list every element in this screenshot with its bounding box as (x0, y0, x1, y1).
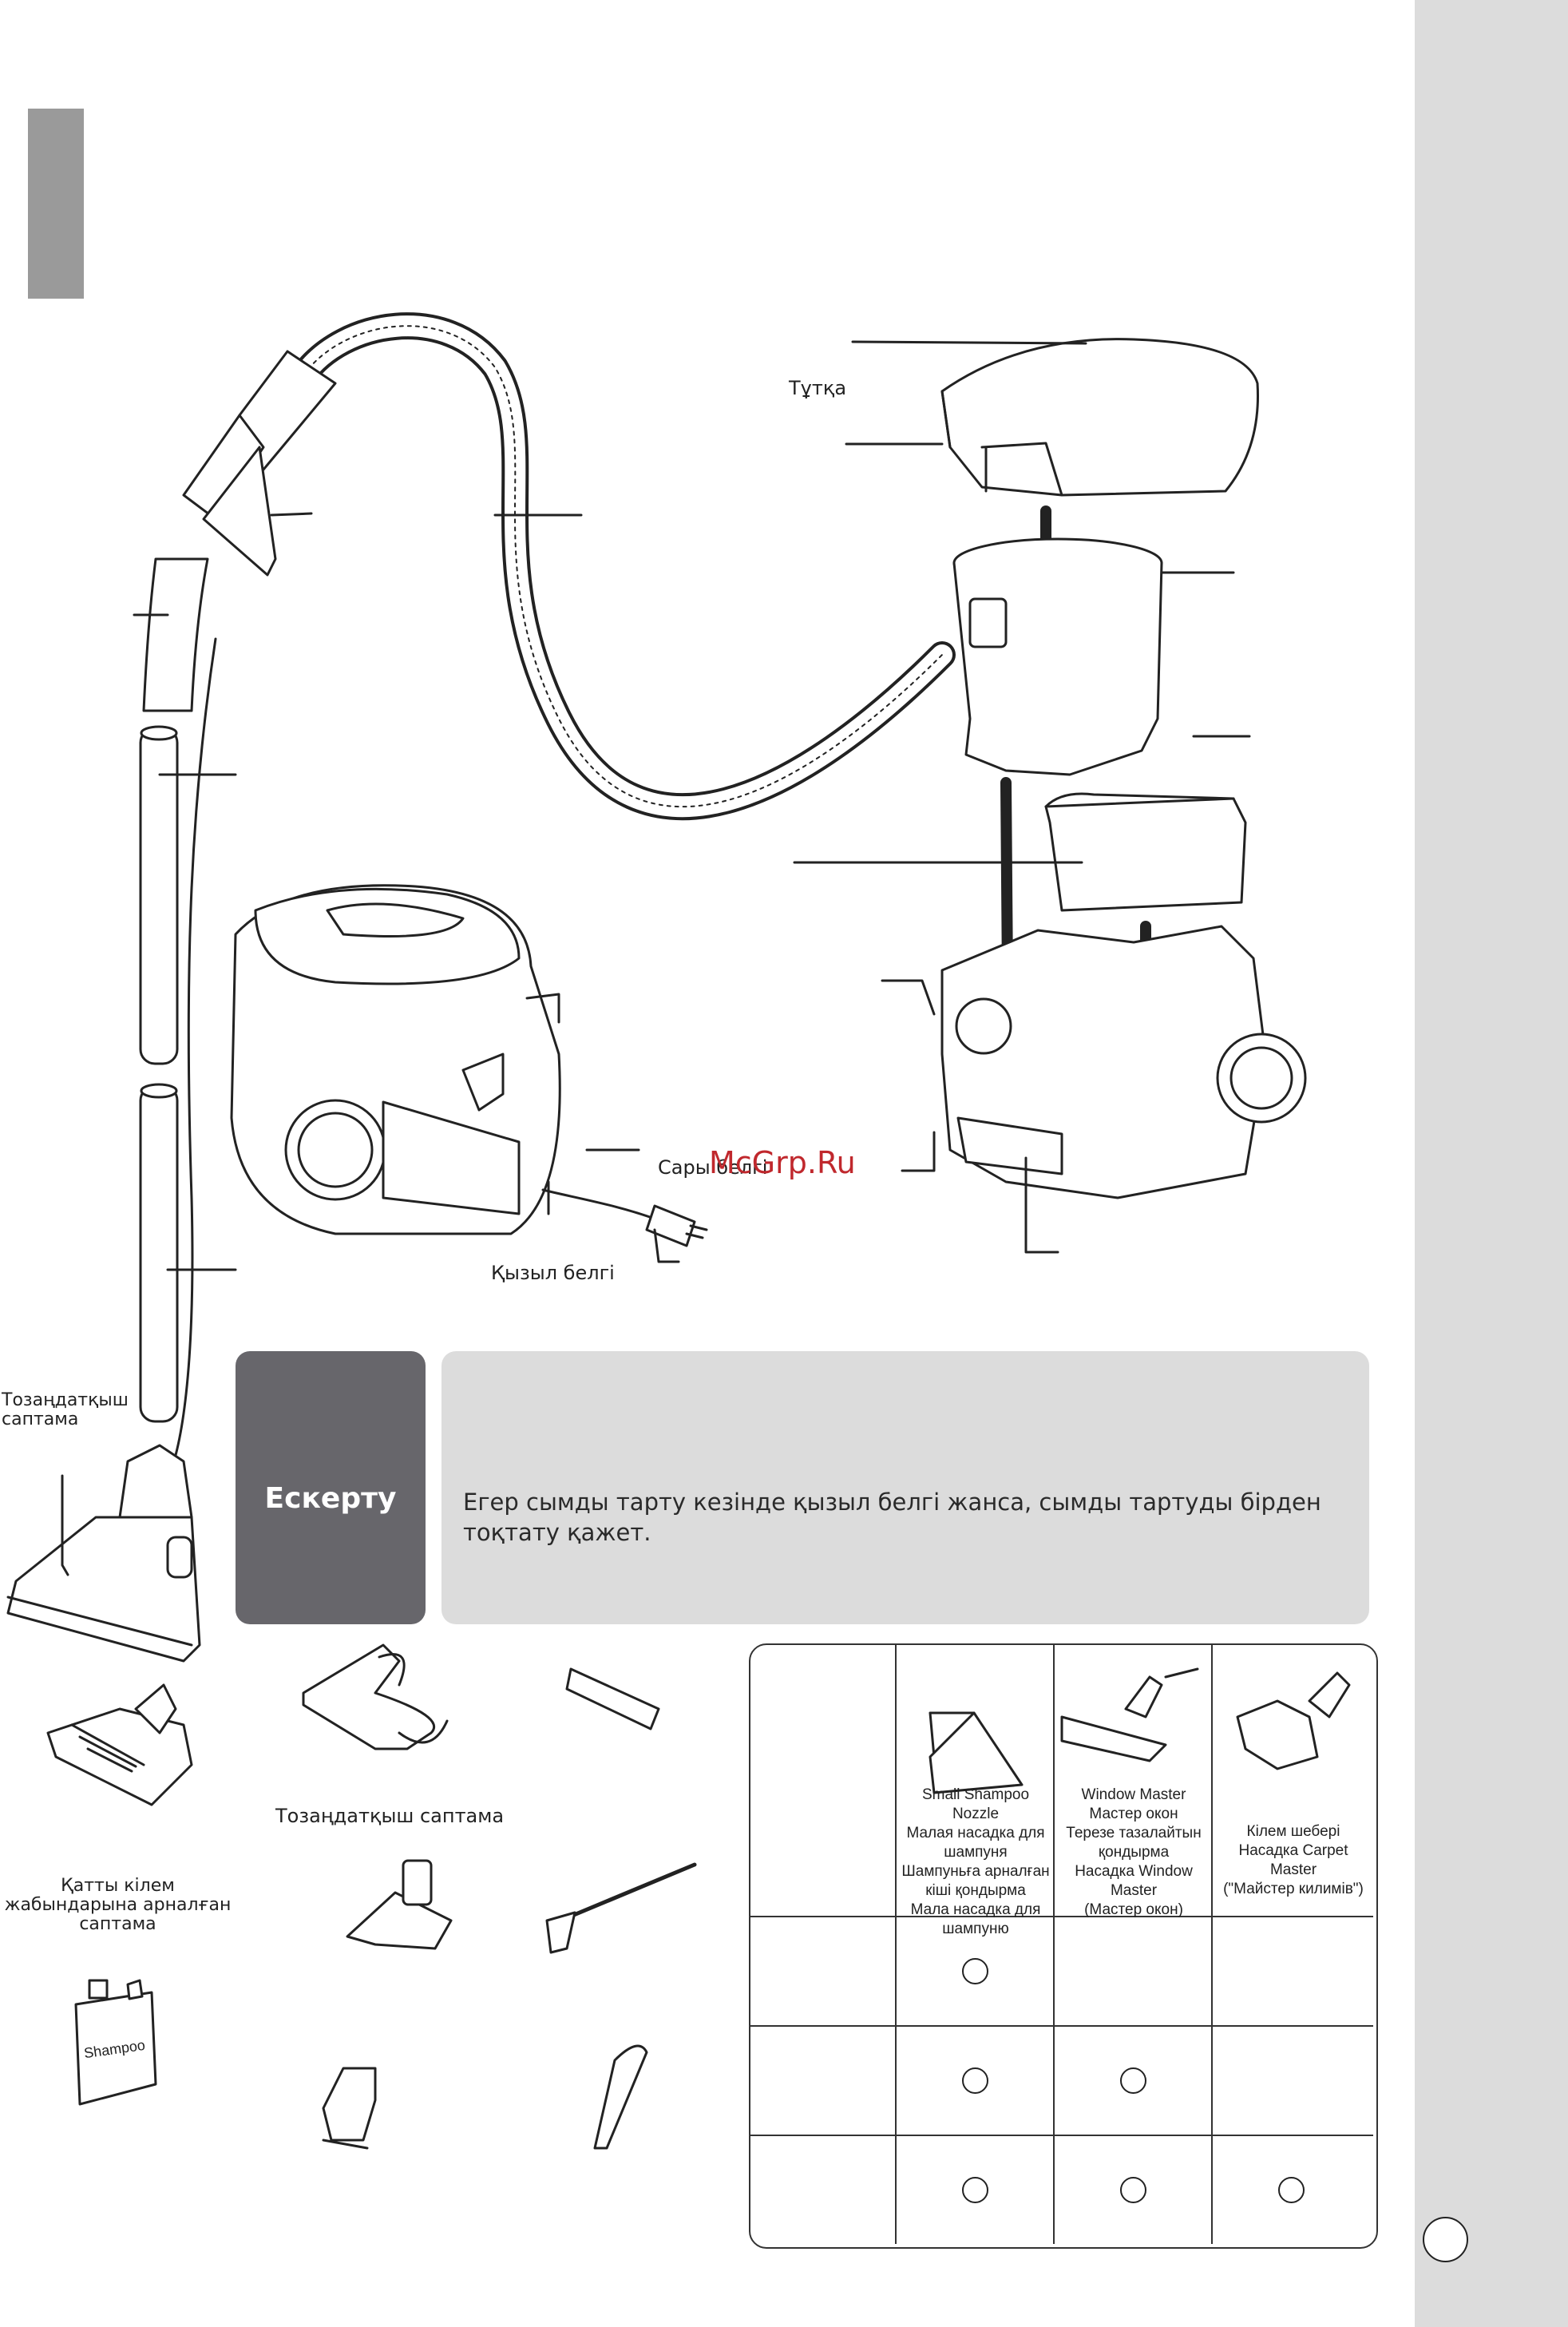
table-header-shampoo-nozzle: Small Shampoo Nozzle Малая насадка для ш… (901, 1786, 1050, 1937)
spray-nozzle-label: Тозаңдатқыш саптама (275, 1805, 505, 1827)
page-number-circle (1423, 2217, 1468, 2262)
page-side-strip (1415, 0, 1568, 2327)
carpet-nozzle-label: Қатты кілем жабындарына арналған саптама (4, 1876, 232, 1934)
compatibility-mark (962, 1958, 988, 1984)
red-mark-label: Қызыл белгі (491, 1262, 615, 1284)
note-title-panel (236, 1351, 426, 1624)
handle-label: Тұтқа (789, 377, 847, 399)
compatibility-mark (1120, 2177, 1146, 2203)
floor-nozzle-label: Тозаңдатқыш саптама (2, 1390, 129, 1429)
watermark: McGrp.Ru (709, 1145, 856, 1180)
note-title: Ескерту (264, 1482, 397, 1515)
note-body-panel (441, 1351, 1369, 1624)
compatibility-mark (1278, 2177, 1305, 2203)
table-header-carpet-master: Кілем шебері Насадка Carpet Master ("Май… (1223, 1823, 1364, 1897)
accessory-compatibility-table (749, 1643, 1378, 2249)
compatibility-mark (962, 2067, 988, 2094)
compatibility-mark (962, 2177, 988, 2203)
note-text: Егер сымды тарту кезінде қызыл белгі жан… (463, 1489, 1321, 1546)
yellow-mark-label: Сары белгі (658, 1156, 768, 1179)
compatibility-mark (1120, 2067, 1146, 2094)
table-header-window-master: Window Master Мастер окон Терезе тазалай… (1066, 1786, 1202, 1918)
section-tab-marker (28, 109, 84, 299)
